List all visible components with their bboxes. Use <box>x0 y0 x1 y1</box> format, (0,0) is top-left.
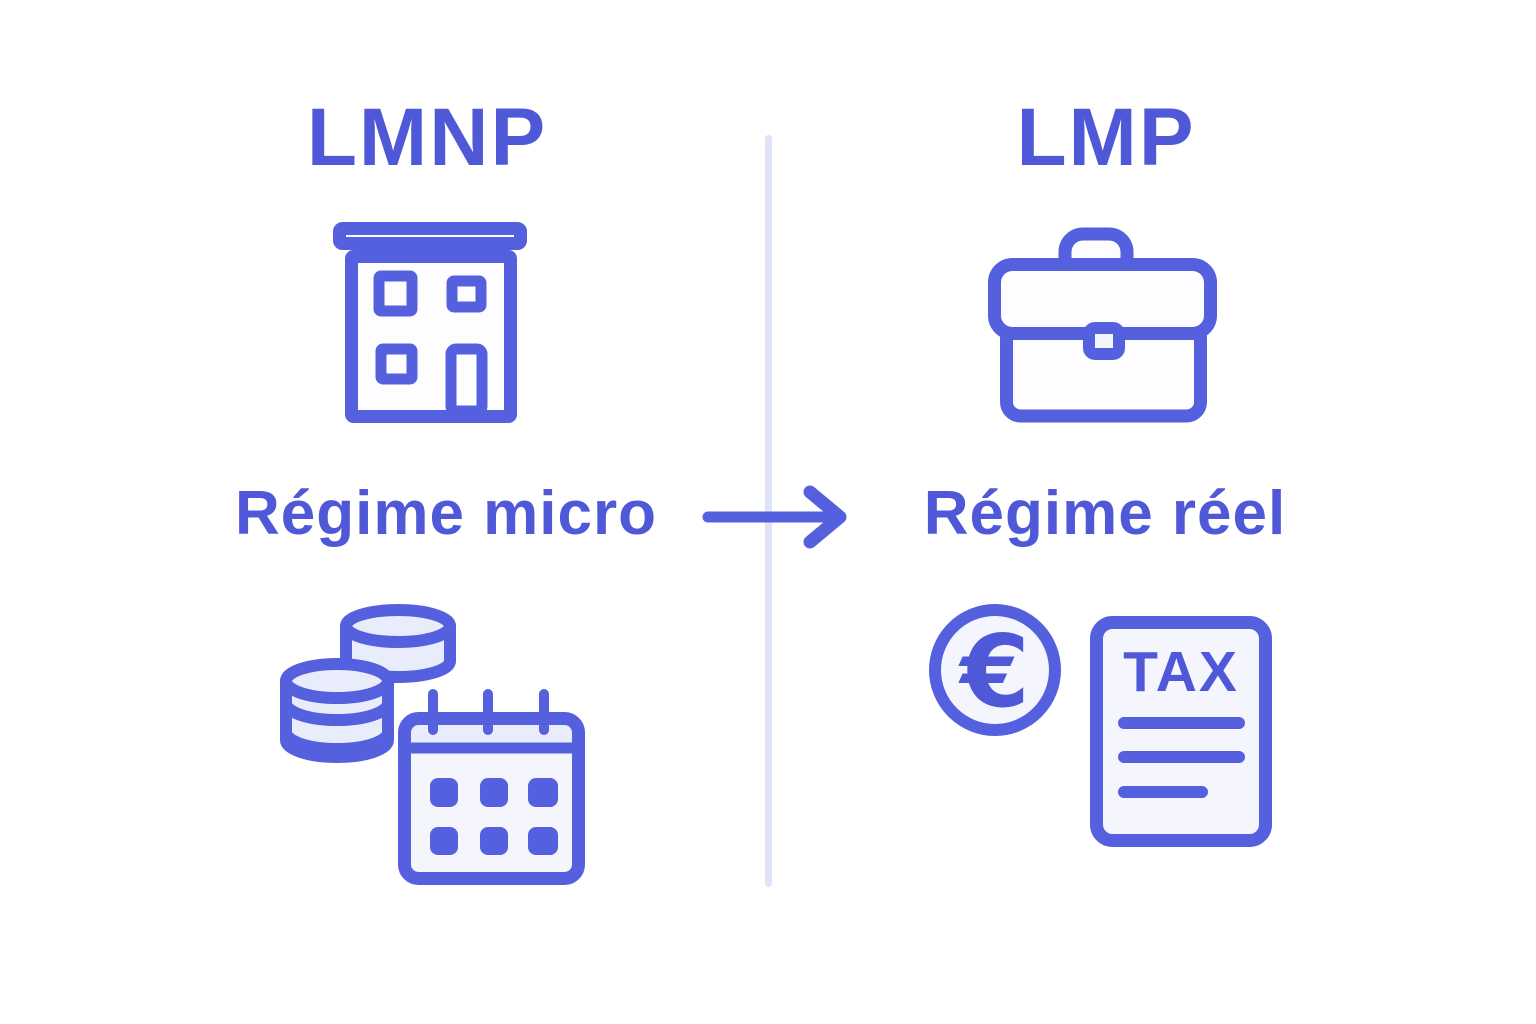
briefcase-clasp <box>1083 322 1125 360</box>
calendar-binder-pegs <box>428 689 549 735</box>
building-icon <box>333 222 527 423</box>
tax-document-label: TAX <box>1123 640 1239 704</box>
left-regime-label: Régime micro <box>234 479 658 548</box>
coin-stack-band-1 <box>280 697 394 726</box>
right-arrow-icon <box>702 485 847 549</box>
calendar-date-cells <box>430 778 558 855</box>
euro-symbol: € <box>958 613 1030 730</box>
building-door <box>445 343 488 417</box>
tax-document-icon: TAX <box>1090 616 1272 847</box>
coin-stack-band-2 <box>280 726 394 755</box>
arrow-head <box>803 485 847 549</box>
euro-coin-circle <box>929 604 1061 736</box>
coins-icon <box>280 604 456 763</box>
calendar-icon <box>398 689 585 885</box>
building-window-bottom-left <box>375 343 418 385</box>
right-column-title: LMP <box>1016 92 1196 183</box>
coin-single-top <box>340 604 456 648</box>
building-roof <box>333 222 527 250</box>
right-regime-label: Régime réel <box>923 479 1287 548</box>
tax-document-text-lines <box>1118 717 1245 798</box>
building-window-top-right <box>446 275 487 313</box>
briefcase-icon <box>988 227 1217 423</box>
left-column-title: LMNP <box>306 92 548 183</box>
vertical-divider <box>765 135 772 887</box>
coin-stack-top <box>280 658 394 704</box>
euro-coin-icon: € <box>929 604 1061 736</box>
building-window-top-left <box>373 270 418 317</box>
